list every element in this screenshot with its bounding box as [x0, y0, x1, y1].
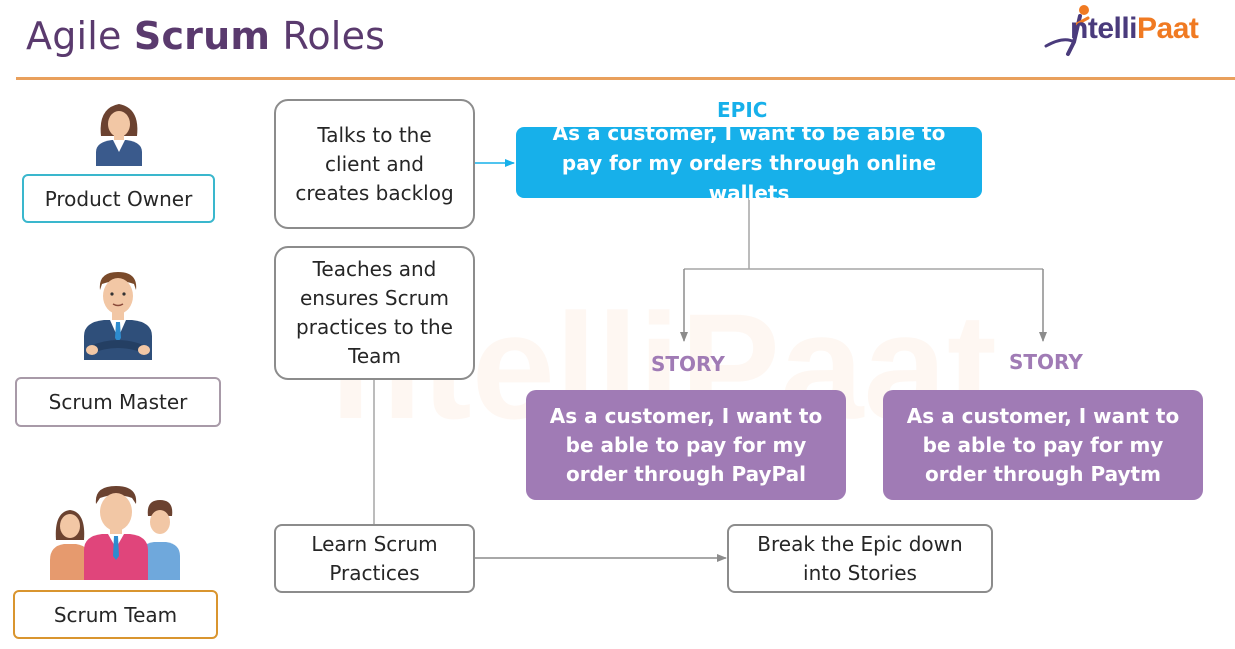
epic-heading: EPIC: [717, 98, 768, 122]
logo-word-1: ntelli: [1070, 12, 1138, 45]
story-heading-1: STORY: [651, 352, 725, 376]
scrum-master-duty-box: Teaches and ensures Scrum practices to t…: [274, 246, 475, 380]
story-box-2: As a customer, I want to be able to pay …: [883, 390, 1203, 500]
intellipaat-logo: ntelliPaat: [1044, 2, 1235, 62]
title-divider: [16, 77, 1235, 80]
logo-word-2: Paat: [1137, 12, 1199, 45]
page-title: Agile Scrum Roles: [26, 14, 385, 58]
epic-box: As a customer, I want to be able to pay …: [516, 121, 982, 205]
role-label-product-owner: Product Owner: [22, 174, 215, 223]
product-owner-duty-box: Talks to the client and creates backlog: [274, 99, 475, 229]
team-group-icon: [50, 486, 180, 580]
role-label-scrum-master: Scrum Master: [15, 377, 221, 427]
businessman-avatar-icon: [84, 272, 152, 360]
title-part-2: Scrum: [133, 14, 271, 58]
title-part-1: Agile: [26, 14, 134, 58]
woman-avatar-icon: [96, 104, 142, 166]
title-part-3: Roles: [270, 14, 386, 58]
story-heading-2: STORY: [1009, 350, 1083, 374]
role-label-scrum-team: Scrum Team: [13, 590, 218, 639]
logo-wordmark: ntelliPaat: [1070, 12, 1199, 46]
story-box-1: As a customer, I want to be able to pay …: [526, 390, 846, 500]
breakdown-box: Break the Epic down into Stories: [727, 524, 993, 593]
jumping-person-icon: [1044, 5, 1090, 56]
scrum-team-duty-box: Learn Scrum Practices: [274, 524, 475, 593]
